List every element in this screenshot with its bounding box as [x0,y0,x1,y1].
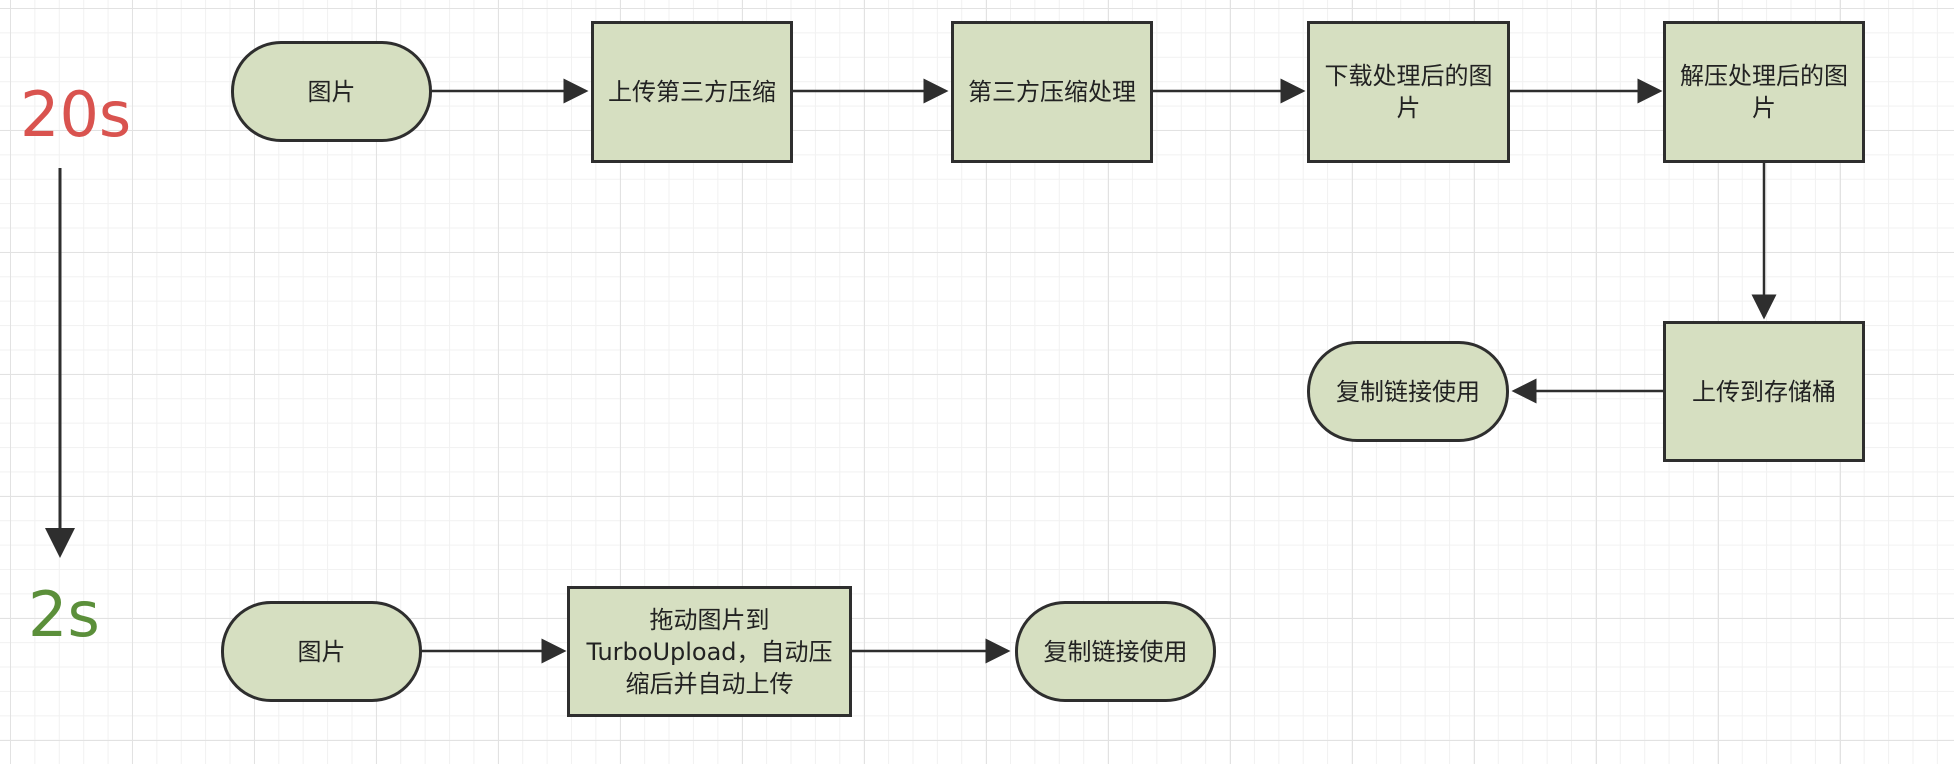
download-processed-node: 下载处理后的图片 [1307,21,1510,163]
fast-end-node: 复制链接使用 [1015,601,1216,702]
slow-timing-label: 20s [20,78,132,151]
upload-third-party-node: 上传第三方压缩 [591,21,793,163]
fast-start-node: 图片 [221,601,422,702]
third-party-process-node: 第三方压缩处理 [951,21,1153,163]
upload-bucket-node: 上传到存储桶 [1663,321,1865,462]
fast-timing-label: 2s [28,578,100,651]
decompress-processed-node: 解压处理后的图片 [1663,21,1865,163]
slow-start-node: 图片 [231,41,432,142]
slow-end-node: 复制链接使用 [1307,341,1509,442]
turbo-upload-node: 拖动图片到TurboUpload，自动压缩后并自动上传 [567,586,852,717]
